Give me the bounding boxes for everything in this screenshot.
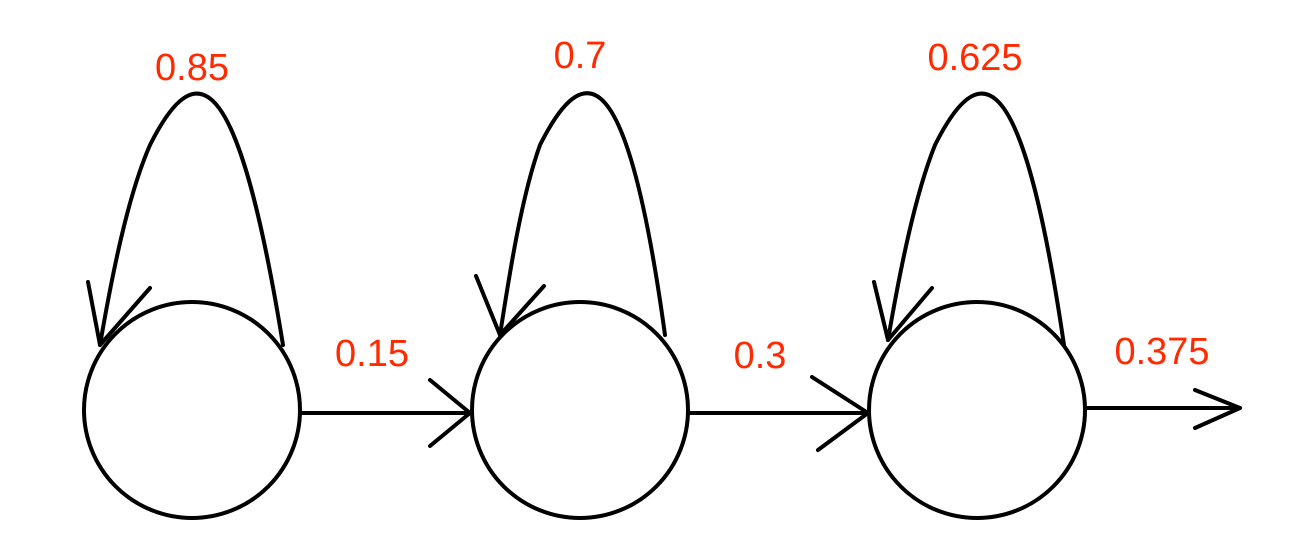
state-2-node (470, 300, 690, 520)
self-loop-state-1-arrowhead (86, 280, 152, 347)
self-loop-state-2-label: 0.7 (554, 35, 607, 77)
state-1-node (82, 300, 302, 520)
transition-3-exit-label: 0.375 (1114, 331, 1209, 373)
self-loop-state-3-arrowhead (872, 280, 934, 342)
self-loop-state-3-arc (886, 91, 1066, 347)
transition-1-to-2-arrowhead (428, 378, 472, 448)
transition-2-to-3 (686, 375, 870, 452)
transition-3-exit (1083, 388, 1242, 430)
self-loop-state-2-arrowhead (474, 274, 546, 337)
self-loop-state-3-label: 0.625 (927, 37, 1022, 79)
transition-2-to-3-label: 0.3 (734, 335, 787, 377)
transition-1-to-2-label: 0.15 (335, 333, 409, 375)
self-loop-state-1-label: 0.85 (155, 47, 229, 89)
self-loop-state-2-arc (498, 91, 667, 337)
transition-2-to-3-arrowhead (810, 375, 870, 452)
transition-1-to-2 (298, 378, 472, 448)
self-loop-state-2 (474, 91, 667, 337)
state-3-node (867, 300, 1087, 520)
self-loop-state-3 (872, 91, 1066, 347)
self-loop-state-1-arc (98, 91, 285, 347)
self-loop-state-1 (86, 91, 285, 347)
transition-3-exit-arrowhead (1193, 388, 1242, 430)
